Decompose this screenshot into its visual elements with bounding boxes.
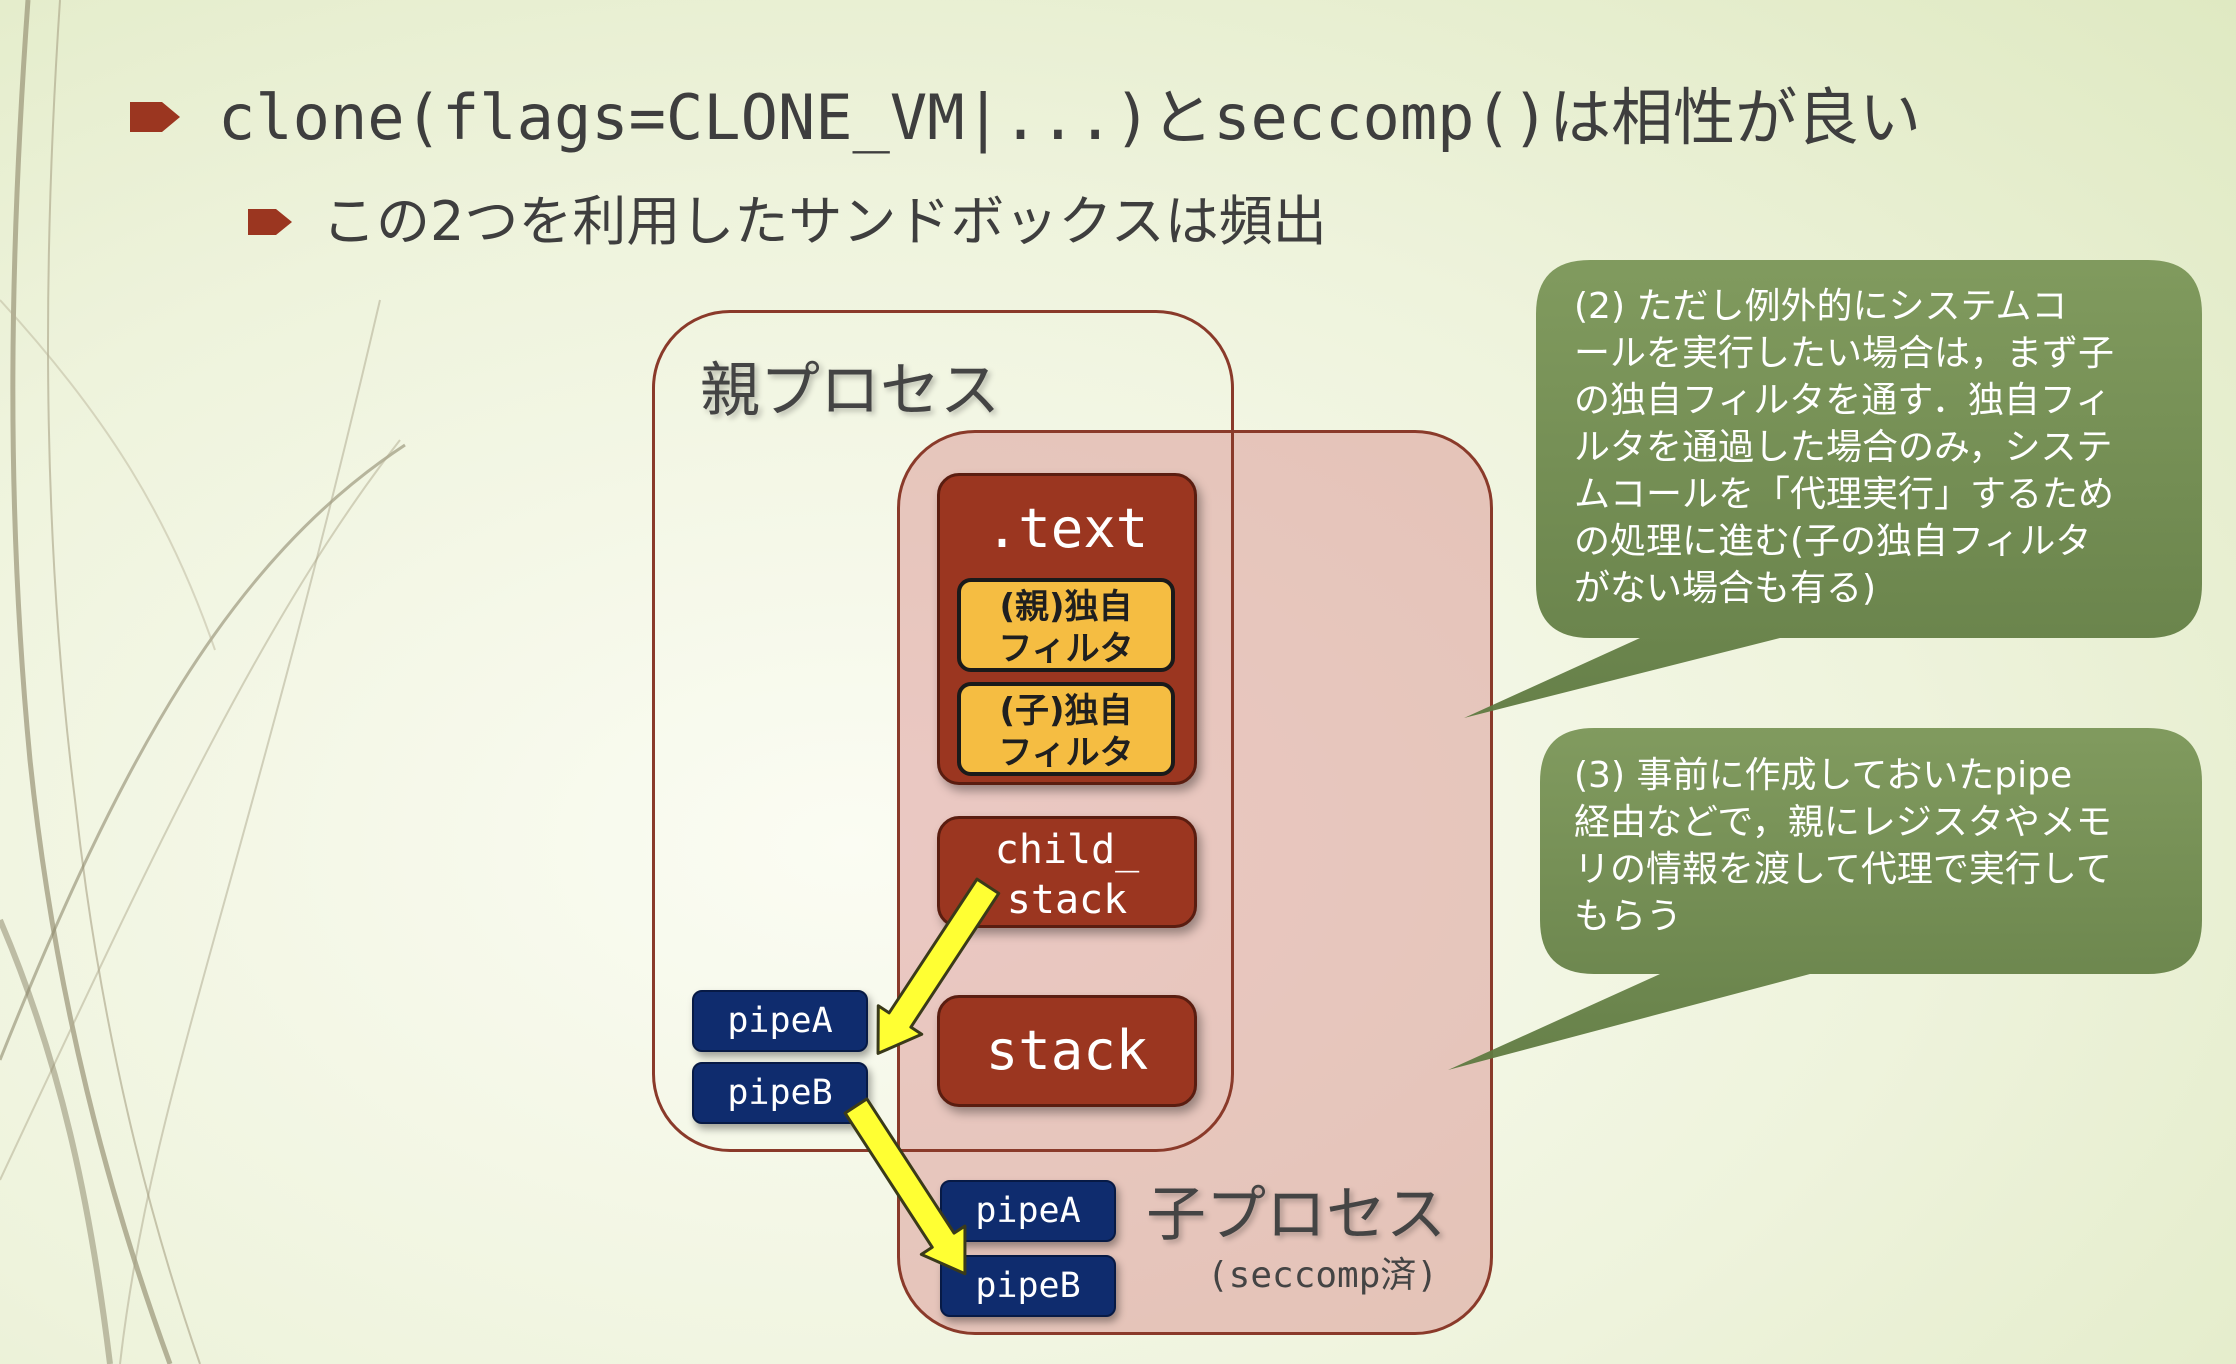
text-segment-label: .text — [985, 497, 1149, 560]
parent-pipe-a: pipeA — [692, 990, 868, 1052]
child-stack-segment: child_ stack — [937, 816, 1197, 928]
sub-bullet-arrow-icon — [248, 209, 292, 235]
parent-filter-line2: フィルタ — [998, 629, 1134, 669]
bullet-arrow-icon — [130, 102, 180, 132]
bullet-main-code: clone(flags=CLONE_VM|...) — [218, 81, 1152, 154]
callout-1-line: ルタを通過した場合のみ，システ — [1574, 427, 2113, 468]
child-process-title: 子プロセス — [1146, 1180, 1446, 1250]
callout-2-line: リの情報を渡して代理で実行して — [1574, 849, 2112, 890]
callout-1-line: ールを実行したい場合は，まず子 — [1574, 333, 2115, 374]
child-filter: (子)独自 フィルタ — [957, 682, 1175, 776]
child-stack-line1: child_ — [994, 827, 1140, 873]
callout-2-line: もらう — [1574, 896, 1683, 937]
child-stack-line2: stack — [1006, 877, 1128, 923]
parent-process-title: 親プロセス — [700, 356, 1000, 426]
callout-1-line: がない場合も有る) — [1574, 568, 1877, 609]
bullet-main-suffix: は相性が良い — [1549, 81, 1922, 154]
child-pipe-b: pipeB — [940, 1255, 1116, 1317]
child-process-subtitle: (seccomp済) — [1207, 1255, 1439, 1296]
bullet-sub: この2つを利用したサンドボックスは頻出 — [322, 190, 1327, 253]
child-filter-line1: (子)独自 — [999, 691, 1133, 731]
bullet-main: clone(flags=CLONE_VM|...)とseccomp()は相性が良… — [218, 70, 1921, 166]
callout-2-line: (3) 事前に作成しておいたpipe — [1574, 755, 2073, 796]
callout-1-line: の処理に進む(子の独自フィルタ — [1574, 521, 2092, 562]
parent-filter-line1: (親)独自 — [999, 587, 1133, 627]
callout-1-line: の独自フィルタを通す．独自フィ — [1574, 380, 2112, 421]
callout-2: (3) 事前に作成しておいたpipe 経由などで，親にレジスタやメモ リの情報を… — [1574, 752, 2174, 940]
callout-1-line: ムコールを「代理実行」するため — [1574, 474, 2115, 515]
parent-filter: (親)独自 フィルタ — [957, 578, 1175, 672]
bullet-main-code2: seccomp() — [1213, 81, 1550, 154]
child-pipe-a: pipeA — [940, 1180, 1116, 1242]
bullet-main-connector: と — [1151, 81, 1214, 154]
callout-1-line: (2) ただし例外的にシステムコ — [1574, 286, 2068, 327]
stack-segment: stack — [937, 995, 1197, 1107]
callout-1: (2) ただし例外的にシステムコ ールを実行したい場合は，まず子 の独自フィルタ… — [1574, 283, 2174, 612]
child-filter-line2: フィルタ — [998, 733, 1134, 773]
parent-pipe-b: pipeB — [692, 1062, 868, 1124]
callout-2-line: 経由などで，親にレジスタやメモ — [1574, 802, 2112, 843]
